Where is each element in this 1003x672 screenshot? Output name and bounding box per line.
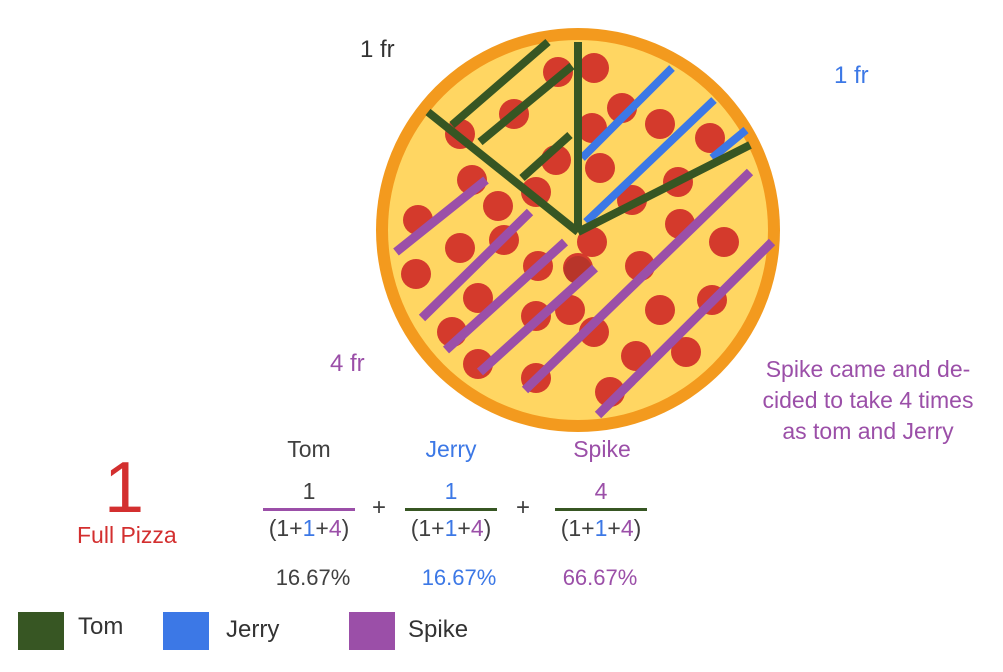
full-pizza-number: 1 [104, 448, 145, 528]
pepperoni-slice [585, 153, 615, 183]
tom-name: Tom [287, 436, 331, 462]
tom-divider [576, 141, 752, 236]
pepperoni-slice [709, 227, 739, 257]
jerry-stripe [579, 65, 675, 161]
jerry-fraction-bar [405, 508, 497, 511]
tom-percent: 16.67% [275, 565, 351, 590]
pepperoni-slice [645, 295, 675, 325]
pepperoni-slice [401, 259, 431, 289]
spike-stripe [476, 264, 599, 376]
jerry-fraction-label: 1 fr [834, 62, 869, 89]
spike-name: Spike [573, 436, 631, 462]
jerry-percent: 16.67% [421, 565, 497, 590]
pepperoni-slice [671, 337, 701, 367]
spike-stripe [594, 238, 776, 419]
jerry-numerator: 1 [444, 478, 458, 504]
spike-note: Spike came and de-cided to take 4 times … [762, 356, 974, 444]
pepperoni-slice [463, 283, 493, 313]
pepperoni-slice [577, 227, 607, 257]
pepperoni-slice [483, 191, 513, 221]
spike-legend-swatch [349, 612, 395, 650]
spike-fraction-label: 4 fr [330, 350, 365, 377]
spike-denominator: (1+1+4) [560, 515, 642, 541]
tom-stripe [519, 132, 573, 181]
jerry-stripes [579, 65, 749, 225]
tom-stripe [477, 62, 575, 146]
tom-denominator: (1+1+4) [268, 515, 350, 541]
spike-stripe [418, 208, 534, 322]
tom-fraction-label: 1 fr [360, 36, 395, 63]
tom-fraction: 1 (1+1+4) [259, 476, 359, 543]
plus-operator: + [372, 494, 387, 521]
tom-legend-swatch [18, 612, 64, 650]
jerry-fraction: 1 (1+1+4) [401, 476, 501, 543]
pepperoni-slice [445, 233, 475, 263]
spike-percent: 66.67% [562, 565, 638, 590]
spike-numerator: 4 [594, 478, 608, 504]
spike-stripe [393, 176, 489, 256]
spike-stripe [442, 238, 569, 354]
tom-divider-lines [425, 38, 752, 236]
tom-divider [425, 108, 581, 236]
spike-fraction: 4 (1+1+4) [551, 476, 651, 543]
full-pizza-label: Full Pizza [77, 522, 177, 548]
tom-fraction-bar [263, 508, 355, 511]
jerry-name: Jerry [425, 436, 477, 462]
jerry-denominator: (1+1+4) [410, 515, 492, 541]
pizza-diagram [376, 28, 780, 432]
pepperoni-layer [401, 53, 739, 407]
pepperoni-slice [579, 53, 609, 83]
tom-numerator: 1 [302, 478, 316, 504]
spike-stripes [393, 168, 776, 419]
pepperoni-slice [695, 123, 725, 153]
jerry-stripe [709, 126, 749, 162]
spike-legend-label: Spike [408, 616, 469, 643]
spike-fraction-bar [555, 508, 647, 511]
pepperoni-slice [645, 109, 675, 139]
jerry-legend-swatch [163, 612, 209, 650]
jerry-legend-label: Jerry [226, 616, 280, 643]
jerry-stripe [583, 97, 717, 225]
tom-legend-label: Tom [78, 613, 124, 640]
spike-stripe [521, 168, 754, 394]
plus-operator: + [516, 494, 531, 521]
tom-stripe [449, 38, 551, 129]
